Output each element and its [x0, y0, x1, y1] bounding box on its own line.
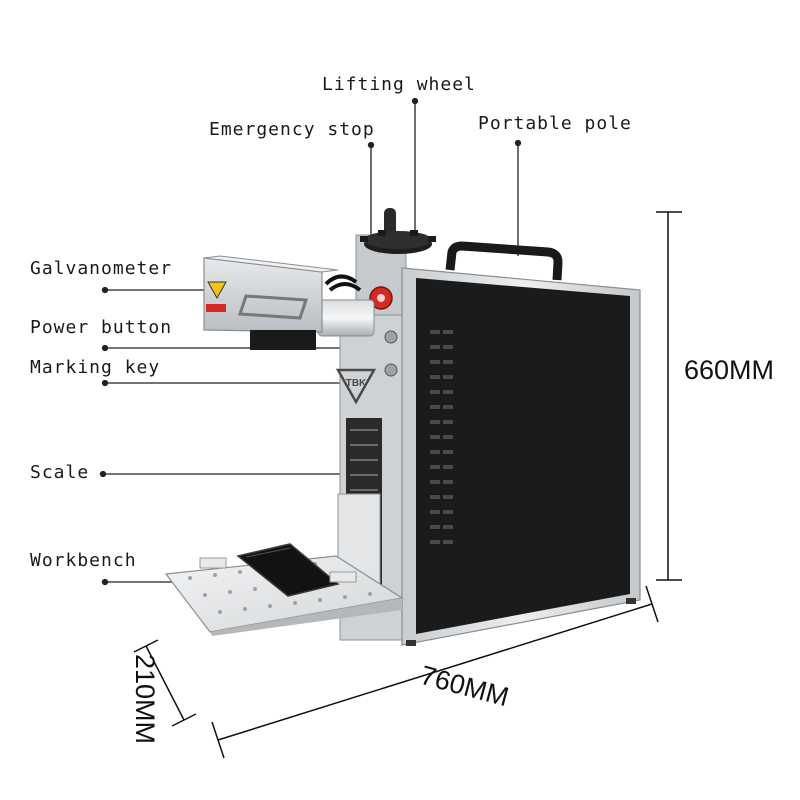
- brand-logo-text: TBK: [346, 378, 367, 389]
- dimension-depth-line: [133, 639, 197, 727]
- marking-key-knob: [384, 363, 398, 377]
- label-power-button: Power button: [30, 317, 173, 338]
- dimension-height-label: 660MM: [684, 355, 775, 385]
- front-panel: TBK: [335, 286, 398, 405]
- warning-icon: [207, 281, 227, 300]
- column: [337, 234, 409, 641]
- label-portable-pole: Portable pole: [478, 113, 632, 134]
- lifting-wheel: [360, 208, 436, 254]
- housing: [401, 267, 641, 646]
- label-emergency-stop: Emergency stop: [209, 119, 375, 140]
- label-scale: Scale: [30, 462, 90, 483]
- label-galvanometer: Galvanometer: [30, 258, 173, 279]
- dimension-width-line: [211, 585, 659, 759]
- portable-pole: [445, 241, 563, 281]
- label-marking-key: Marking key: [30, 357, 161, 378]
- galvanometer-arm: [317, 299, 375, 337]
- brand-logo: [335, 368, 377, 405]
- field-lens: [250, 330, 316, 350]
- phone-on-bench: [236, 543, 340, 597]
- power-button-knob: [384, 330, 398, 344]
- workbench: [164, 543, 404, 636]
- label-workbench: Workbench: [30, 550, 137, 571]
- dimension-height-line: [656, 211, 682, 581]
- galvanometer-head: [203, 255, 339, 350]
- dimension-depth-label: 210MM: [130, 654, 160, 745]
- label-lifting-wheel: Lifting wheel: [322, 74, 476, 95]
